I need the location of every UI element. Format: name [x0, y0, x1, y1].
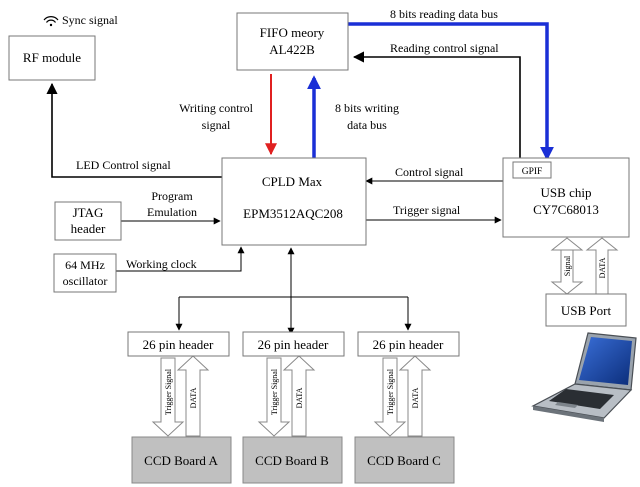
- cpld-label-line1: CPLD Max: [262, 174, 323, 189]
- reading-control-label: Reading control signal: [390, 41, 499, 55]
- header-b-block: [242, 331, 345, 357]
- header-c-block: [357, 331, 460, 357]
- led-control-line: [46, 82, 222, 178]
- gpif-label: GPIF: [522, 167, 543, 177]
- fifo-block: [236, 12, 349, 71]
- ccd-board-b-block: [242, 436, 343, 484]
- usb-chip-label-line1: USB chip: [541, 185, 592, 200]
- ccd-board-a-block: [131, 436, 232, 484]
- trigger-hollow-label-b: Trigger Signal: [270, 368, 279, 415]
- led-control-label: LED Control signal: [76, 158, 171, 172]
- ccd-board-a-label: CCD Board A: [144, 453, 218, 468]
- fifo-label-line2: AL422B: [269, 42, 315, 57]
- rf-module-label: RF module: [23, 50, 81, 65]
- usb-data-hollow-arrow: [585, 237, 619, 295]
- trigger-hollow-label-a: Trigger Signal: [164, 368, 173, 415]
- control-signal-label: Control signal: [395, 165, 464, 179]
- data-hollow-arrow-c: [398, 355, 432, 437]
- usb-chip-label-line2: CY7C68013: [533, 202, 599, 217]
- jtag-label-line1: JTAG: [73, 205, 104, 220]
- oscillator-label-line1: 64 MHz: [65, 258, 105, 272]
- cpld-block: [221, 157, 367, 246]
- cpld-label-line2: EPM3512AQC208: [243, 206, 343, 221]
- data-hollow-label-a: DATA: [189, 387, 198, 408]
- data-hollow-arrow-b: [282, 355, 316, 437]
- trigger-signal-label: Trigger signal: [393, 203, 461, 217]
- header-c-label: 26 pin header: [373, 337, 444, 352]
- reading-control-line: [352, 51, 521, 158]
- data-hollow-arrow-a: [176, 355, 210, 437]
- trigger-hollow-arrow-b: [257, 357, 291, 437]
- jtag-block: [54, 201, 122, 241]
- usb-signal-hollow-arrow-down: [550, 249, 584, 295]
- oscillator-block: [53, 253, 117, 293]
- gpif-tag: [512, 161, 552, 179]
- trigger-hollow-arrow-c: [373, 357, 407, 437]
- writing-bus-label-line2: data bus: [347, 118, 387, 132]
- writing-control-label-line2: signal: [202, 118, 231, 132]
- ccd-board-c-label: CCD Board C: [367, 453, 441, 468]
- working-clock-label: Working clock: [126, 257, 197, 271]
- usb-port-block: [545, 293, 627, 327]
- trigger-hollow-label-c: Trigger Signal: [386, 368, 395, 415]
- sync-signal-label: Sync signal: [62, 13, 118, 27]
- usb-signal-hollow-label: Signal: [563, 255, 572, 276]
- ccd-board-b-label: CCD Board B: [255, 453, 329, 468]
- program-label-line1: Program: [151, 189, 193, 203]
- trigger-hollow-arrow-a: [151, 357, 185, 437]
- oscillator-label-line2: oscillator: [63, 274, 108, 288]
- wifi-icon: [43, 16, 59, 27]
- working-clock-line: [116, 246, 245, 272]
- header-a-block: [127, 331, 230, 357]
- header-a-label: 26 pin header: [143, 337, 214, 352]
- rf-module-block: [8, 35, 96, 81]
- ccd-board-c-block: [354, 436, 455, 484]
- data-hollow-label-b: DATA: [295, 387, 304, 408]
- usb-data-hollow-label: DATA: [598, 257, 607, 278]
- laptop-icon: [531, 332, 637, 422]
- reading-data-bus-line: [348, 22, 554, 161]
- jtag-label-line2: header: [71, 221, 106, 236]
- program-label-line2: Emulation: [147, 205, 197, 219]
- reading-data-bus-label: 8 bits reading data bus: [390, 7, 498, 21]
- writing-bus-label-line1: 8 bits writing: [335, 101, 399, 115]
- writing-control-label-line1: Writing control: [179, 101, 254, 115]
- usb-port-label: USB Port: [561, 303, 612, 318]
- fifo-label-line1: FIFO meory: [260, 25, 325, 40]
- data-hollow-label-c: DATA: [411, 387, 420, 408]
- header-b-label: 26 pin header: [258, 337, 329, 352]
